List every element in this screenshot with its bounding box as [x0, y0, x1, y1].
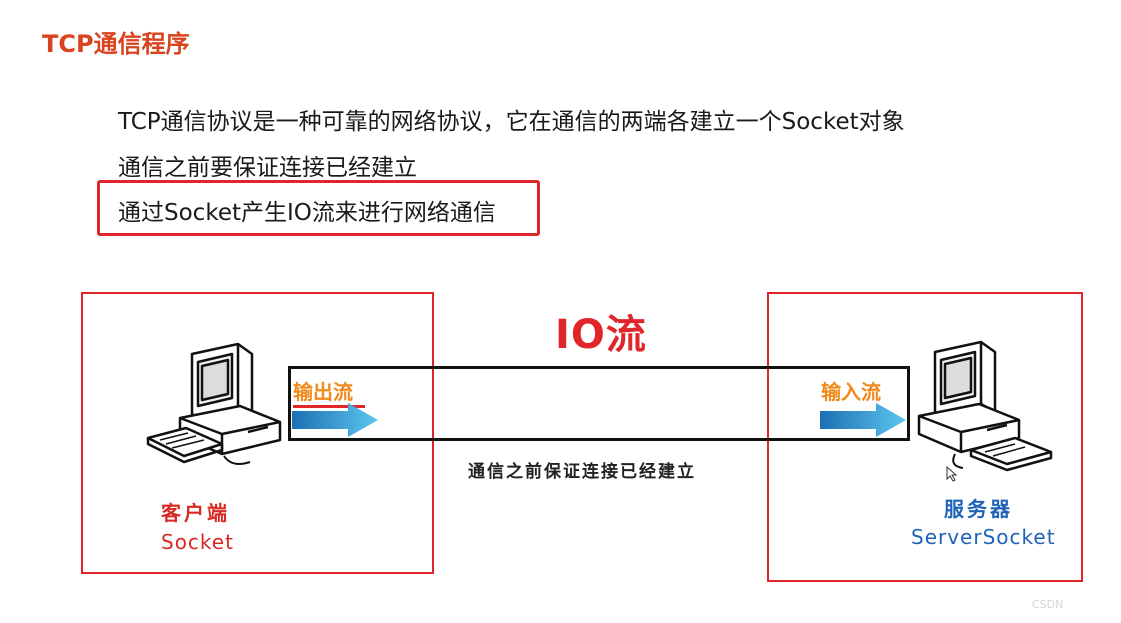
io-stream-label: IO流 — [555, 312, 647, 358]
input-arrow-icon — [820, 403, 906, 437]
text-line-2: 通信之前要保证连接已经建立 — [118, 155, 417, 181]
output-stream-underline — [293, 405, 365, 408]
server-frame — [767, 292, 1083, 582]
text-line-1: TCP通信协议是一种可靠的网络协议，它在通信的两端各建立一个Socket对象 — [118, 109, 905, 135]
client-frame — [81, 292, 434, 574]
text-line-3: 通过Socket产生IO流来进行网络通信 — [118, 200, 496, 226]
slide-title: TCP通信程序 — [42, 30, 190, 58]
input-stream-label: 输入流 — [821, 380, 881, 404]
watermark: CSDN — [1032, 598, 1064, 611]
client-label-en: Socket — [161, 530, 234, 554]
client-computer-icon — [146, 342, 282, 465]
cursor-icon — [946, 466, 958, 482]
connection-note: 通信之前保证连接已经建立 — [468, 462, 696, 482]
server-computer-icon — [917, 340, 1053, 472]
io-stream-pipe — [288, 366, 910, 441]
output-arrow-icon — [292, 403, 378, 437]
server-label-en: ServerSocket — [911, 525, 1056, 549]
client-label-cn: 客户端 — [161, 501, 230, 525]
server-label-cn: 服务器 — [944, 497, 1013, 521]
output-stream-label: 输出流 — [293, 380, 353, 404]
highlight-box — [97, 180, 540, 236]
